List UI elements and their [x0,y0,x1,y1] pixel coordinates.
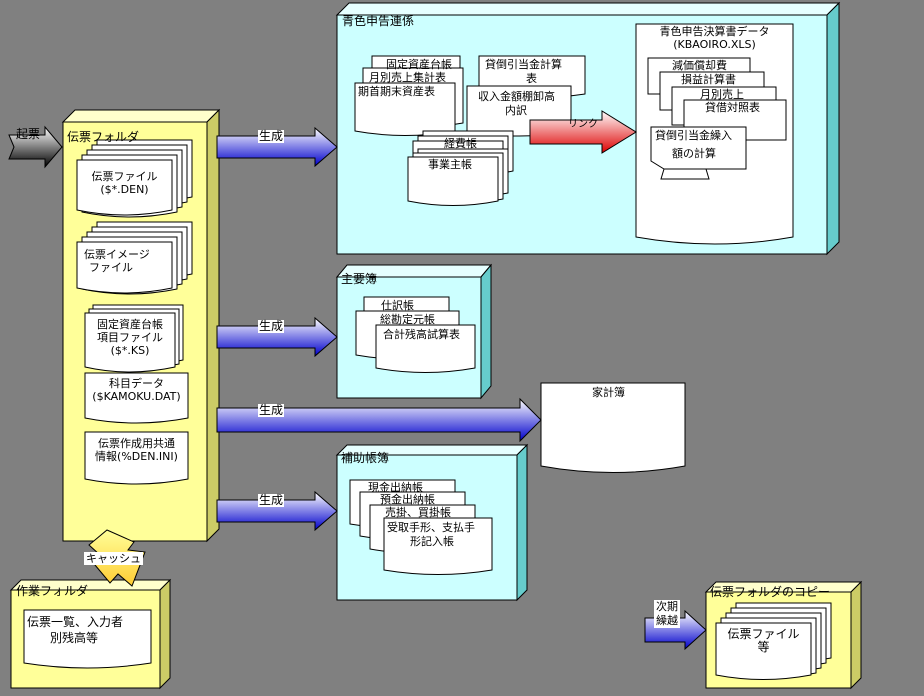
asset-item-line3: ($*.KS) [110,344,150,357]
common-info-label: 伝票作成用共通 情報(%DEN.INI) [85,437,188,463]
excel-title: 青色申告決算書データ [659,25,770,38]
copy-folder-title: 伝票フォルダのコピー [710,585,831,599]
bad-debt-calc-line2: 表 [526,72,537,85]
link-label: リンク [568,119,598,130]
copy-folder-line1: 伝票ファイル [727,627,800,641]
denpyo-folder-title: 伝票フォルダ [67,130,140,144]
next-period-label: 次期 繰越 [654,600,680,628]
denpyo-file-label: 伝票ファイル ($*.DEN) [77,170,172,196]
generate-label-household: 生成 [258,403,285,417]
next-period-line2: 繰越 [656,614,678,627]
generate-arrow-main-books [216,316,338,358]
trial-balance-doc [375,324,476,373]
copy-folder-line2: 等 [757,640,770,654]
business-owner-stack [407,148,509,206]
link-arrow [529,110,637,154]
asset-item-file-stack [84,304,184,373]
deposit-label: 預金出納帳 [380,493,435,506]
inventory-line1: 収入金額棚卸高 [478,90,555,103]
depreciation-label: 減価償却費 [672,59,727,72]
image-file-line2: ファイル [89,261,133,274]
notes-line2: 形記入帳 [410,535,454,548]
monthly-sales-label: 月別売上集計表 [369,71,446,84]
main-books-title: 主要簿 [341,272,378,286]
account-data-doc [84,372,189,424]
bad-debt-calc-line1: 貸倒引当金計算 [485,58,562,71]
inventory-line2: 内訳 [505,104,527,117]
notes-line1: 受取手形、支払手 [387,521,475,534]
common-info-line2: 情報(%DEN.INI) [95,450,178,463]
excel-monthly-sales-label: 月別売上 [700,88,744,101]
generate-label-main-books: 生成 [258,319,285,333]
asset-item-file-label: 固定資産台帳 項目ファイル ($*.KS) [85,318,175,357]
work-folder-line2: 別残高等 [50,631,99,645]
excel-bad-debt-line2: 額の計算 [672,147,716,160]
opening-balance-label: 期首期末資産表 [358,85,435,98]
balance-sheet-label: 貸借対照表 [705,101,760,114]
expense-ledger-label: 経費帳 [444,137,477,150]
denpyo-file-stack [76,139,193,218]
household-doc [540,382,686,473]
account-data-line2: ($KAMOKU.DAT) [92,390,181,403]
copy-file-stack [715,602,832,680]
profit-loss-label: 損益計算書 [681,73,736,86]
generate-label-sub-books: 生成 [258,493,285,507]
business-owner-label: 事業主帳 [428,158,472,171]
asset-item-line2: 項目ファイル [97,331,163,344]
generate-arrow-aoiro [216,126,338,168]
excel-bad-debt-line1: 貸倒引当金繰入 [655,129,732,142]
start-arrow [8,125,63,169]
fixed-asset-ledger-label: 固定資産台帳 [386,58,452,71]
image-file-label: 伝票イメージ ファイル [84,248,150,274]
receivable-payable-label: 売掛、買掛帳 [385,506,451,519]
next-period-line1: 次期 [656,600,678,613]
work-folder-title: 作業フォルダ [16,584,89,598]
start-label: 起票 [16,127,41,141]
sub-books-title: 補助帳簿 [341,451,390,465]
account-data-label: 科目データ ($KAMOKU.DAT) [85,377,188,403]
work-folder-doc [23,609,152,669]
generate-arrow-household [216,397,542,443]
general-ledger-label: 総勘定元帳 [380,313,435,326]
journal-label: 仕訳帳 [381,299,414,312]
account-data-line1: 科目データ [109,377,164,390]
excel-file: (KBAOIRO.XLS) [673,38,756,51]
household-title: 家計簿 [592,386,625,399]
excel-title-block: 青色申告決算書データ (KBAOIRO.XLS) [636,25,793,51]
copy-folder-doc-label: 伝票ファイル 等 [716,628,811,654]
image-file-stack [76,221,193,295]
common-info-doc [84,431,189,485]
denpyo-file-line1: 伝票ファイル [91,170,158,183]
image-file-line1: 伝票イメージ [84,248,150,261]
cache-label: キャッシュ [84,552,143,565]
work-folder-line1: 伝票一覧、入力者 [27,615,124,629]
notes-doc [383,517,493,575]
aoiro-title: 青色申告連係 [342,14,415,28]
trial-balance-label: 合計残高試算表 [383,328,460,341]
common-info-line1: 伝票作成用共通 [98,437,175,450]
generate-label-aoiro: 生成 [258,129,285,143]
bad-debt-sheet-tab [660,168,710,180]
generate-arrow-sub-books [216,490,338,532]
denpyo-file-line2: ($*.DEN) [100,183,149,196]
asset-item-line1: 固定資産台帳 [97,318,163,331]
cash-label: 現金出納帳 [368,481,423,494]
